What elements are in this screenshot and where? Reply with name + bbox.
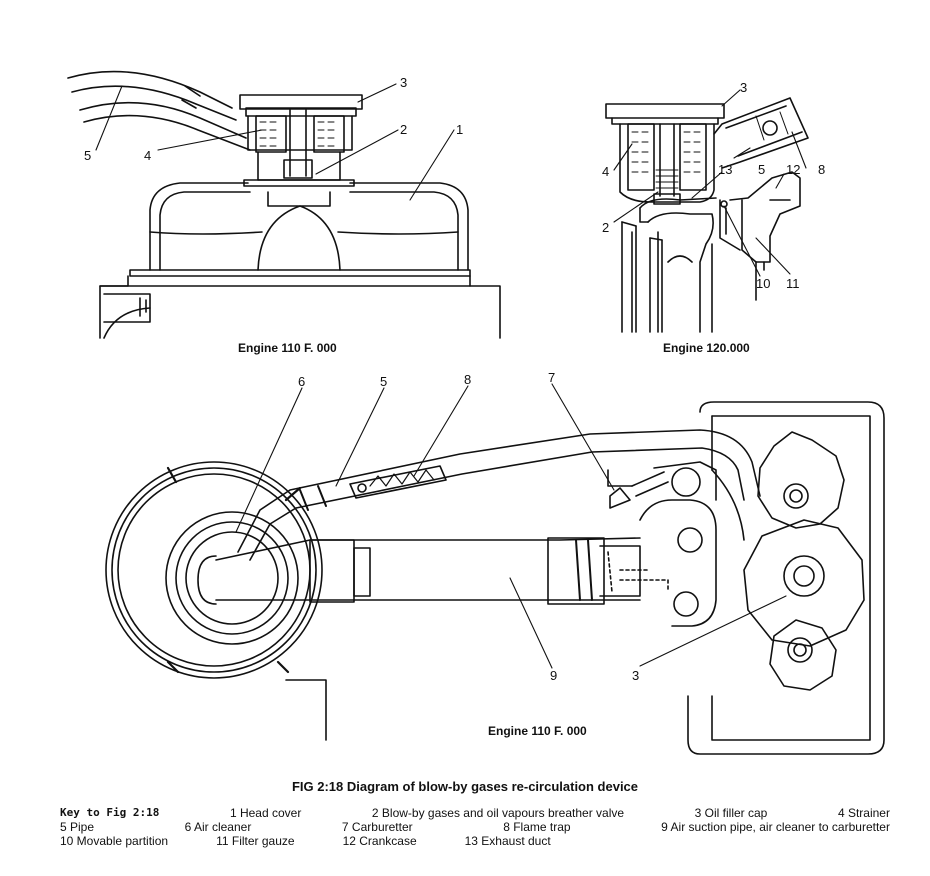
callout-top-right-4: 4 — [602, 164, 609, 179]
key-item-10: 10 Movable partition — [60, 834, 169, 848]
callout-top-right-8: 8 — [818, 162, 825, 177]
key-item-9: 9 Air suction pipe, air cleaner to carbu… — [661, 820, 890, 834]
callout-top-left-2: 2 — [400, 122, 407, 137]
key-item-11: 11 Filter gauze — [216, 834, 295, 848]
key-item-6: 6 Air cleaner — [184, 820, 252, 834]
callout-bottom-6: 6 — [298, 374, 305, 389]
engine-110-top-drawing — [67, 70, 501, 339]
callout-top-right-5: 5 — [758, 162, 765, 177]
leader-lines — [95, 83, 807, 669]
callout-top-right-2: 2 — [602, 220, 609, 235]
key-item-4: 4 Strainer — [837, 806, 890, 820]
key-row-2: 5 Pipe 6 Air cleaner 7 Carburetter 8 Fla… — [60, 820, 890, 834]
caption-engine-120: Engine 120.000 — [663, 341, 750, 355]
key-item-3: 3 Oil filler cap — [694, 806, 768, 820]
engine-110-plan-drawing — [105, 401, 885, 755]
callout-bottom-9: 9 — [550, 668, 557, 683]
callout-top-right-12: 12 — [786, 162, 800, 177]
callout-top-left-1: 1 — [456, 122, 463, 137]
callout-top-right-3: 3 — [740, 80, 747, 95]
caption-engine-110-top: Engine 110 F. 000 — [238, 341, 337, 355]
callout-bottom-3: 3 — [632, 668, 639, 683]
callout-bottom-8: 8 — [464, 372, 471, 387]
callout-top-right-10: 10 — [756, 276, 770, 291]
key-item-12: 12 Crankcase — [342, 834, 417, 848]
key-row-3: 10 Movable partition 11 Filter gauze 12 … — [60, 834, 890, 848]
engine-120-drawing — [605, 97, 809, 333]
figure-key: Key to Fig 2:18 1 Head cover 2 Blow-by g… — [60, 806, 890, 848]
callout-top-right-13: 13 — [718, 162, 732, 177]
key-item-2: 2 Blow-by gases and oil vapours breather… — [371, 806, 625, 820]
key-item-1: 1 Head cover — [229, 806, 302, 820]
figure-title: FIG 2:18 Diagram of blow-by gases re-cir… — [291, 779, 639, 794]
callout-labels: 3 2 1 5 4 3 4 13 5 8 12 2 10 11 6 5 8 7 … — [84, 75, 825, 683]
callout-bottom-5: 5 — [380, 374, 387, 389]
key-item-7: 7 Carburetter — [341, 820, 413, 834]
key-item-8: 8 Flame trap — [503, 820, 571, 834]
key-title: Key to Fig 2:18 — [60, 806, 160, 819]
callout-top-left-5: 5 — [84, 148, 91, 163]
key-item-13: 13 Exhaust duct — [464, 834, 551, 848]
key-item-5: 5 Pipe — [60, 820, 95, 834]
callout-top-left-4: 4 — [144, 148, 151, 163]
key-row-1: Key to Fig 2:18 1 Head cover 2 Blow-by g… — [60, 806, 890, 820]
callout-bottom-7: 7 — [548, 370, 555, 385]
callout-top-left-3: 3 — [400, 75, 407, 90]
callout-top-right-11: 11 — [786, 276, 800, 291]
caption-engine-110-bottom: Engine 110 F. 000 — [488, 724, 587, 738]
